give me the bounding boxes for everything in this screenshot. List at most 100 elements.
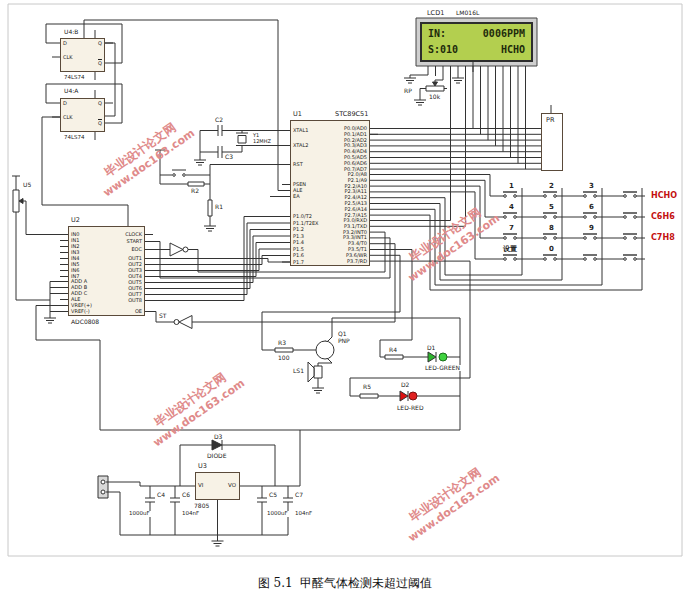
pin-name: IN6 [71, 268, 79, 273]
capacitor-symbol [170, 486, 180, 535]
key-contact [624, 195, 627, 198]
pin-name: IN4 [71, 256, 79, 261]
key-contact [504, 195, 507, 198]
pin-name: P1.2 [293, 227, 304, 232]
wire [153, 244, 395, 322]
resistor-pack: PR [541, 113, 563, 171]
gas-type-label: C7H8 [650, 234, 676, 242]
key-actuator [623, 254, 637, 255]
pin-name: P2.4/A12 [345, 195, 367, 200]
pin-name: P1.7 [293, 260, 304, 265]
key-label: 1 [508, 183, 515, 190]
component-reference: U2 [71, 217, 80, 224]
pin-name: P1.4 [293, 240, 304, 245]
key-actuator [583, 233, 597, 234]
key-actuator [623, 233, 637, 234]
key-contact [584, 195, 587, 198]
component-reference: U4:A [64, 88, 78, 94]
pin-name: P3.3/INT1 [343, 235, 367, 240]
key-label: 9 [588, 225, 595, 232]
key-contact [504, 258, 507, 261]
wire-connection [145, 259, 290, 263]
pin-name: P0.3/AD3 [344, 143, 367, 148]
component-reference: U1 [293, 111, 302, 118]
key-contact [594, 195, 597, 198]
key-actuator [503, 191, 517, 192]
wire-connection [105, 43, 115, 116]
component-label: LED-RED [396, 405, 425, 411]
inverter-bubble [174, 320, 179, 325]
pin-name: P2.7/A15 [345, 213, 367, 218]
wire [414, 89, 447, 106]
pin-name: P3.2/INT0 [343, 230, 367, 235]
wire [194, 125, 242, 165]
pin-name: Q [98, 121, 102, 126]
resistor-symbol [360, 394, 378, 398]
key-actuator [623, 212, 637, 213]
lcd-readout: 0006PPM [483, 29, 525, 39]
key-contact [594, 216, 597, 219]
key-contact [544, 216, 547, 219]
key-contact [624, 216, 627, 219]
pin-name: P2.3/A11 [345, 189, 367, 194]
component-label: R4 [388, 347, 398, 353]
pin-name: OE [135, 309, 142, 314]
pin-name: OUT3 [128, 268, 142, 273]
inverter-symbol [179, 316, 192, 329]
pin-name: CLK [63, 55, 73, 60]
key-contact [544, 195, 547, 198]
wire [262, 255, 400, 350]
keypad-row [378, 186, 645, 238]
key-actuator [583, 212, 597, 213]
pin-name: IN0 [71, 232, 79, 237]
pin-name: XTAL1 [293, 128, 308, 133]
key-contact [544, 258, 547, 261]
key-actuator [543, 212, 557, 213]
pin-name: D [63, 41, 67, 46]
pin-name: ADD B [71, 285, 87, 290]
component-label: R3 [277, 340, 287, 346]
key-label: 6 [588, 204, 595, 211]
lcd-readout: HCHO [501, 45, 525, 55]
wire [312, 378, 324, 393]
gas-type-label: C6H6 [650, 213, 676, 221]
pin-name: ALE [293, 188, 302, 193]
key-actuator [503, 233, 517, 234]
pin-name: OUT1 [128, 256, 142, 261]
keypad-column [378, 188, 602, 285]
key-contact [584, 237, 587, 240]
wire [153, 232, 385, 272]
inverter-bubble [183, 247, 188, 252]
pin-name: P3.4/T0 [348, 241, 367, 246]
pin-name: P1.3 [293, 234, 304, 239]
component-label: R1 [214, 204, 224, 210]
key-label: 4 [508, 204, 515, 211]
component-label: VI [198, 483, 203, 489]
part-number: 74LS74 [64, 135, 85, 141]
pin-name: P0.4/AD4 [344, 149, 367, 154]
component-label: 104nF [294, 511, 313, 517]
pin-name: XTAL2 [293, 143, 308, 148]
pin-name: P0.1/AD1 [344, 132, 367, 137]
pin-name: P1.0/T2 [293, 214, 312, 219]
diode-symbol [212, 440, 222, 450]
key-contact [554, 216, 557, 219]
resistor-symbol [385, 355, 403, 359]
key-contact [584, 216, 587, 219]
pin-name: P1.1/T2EX [293, 221, 318, 226]
wire [153, 238, 390, 278]
component-label: R5 [362, 384, 372, 390]
power-connector [98, 476, 108, 498]
pin-name: RST [293, 162, 303, 167]
pin-name: OUT6 [128, 286, 142, 291]
component-reference: PR [546, 117, 554, 124]
pin-name: P1.5 [293, 247, 304, 252]
key-contact [514, 258, 517, 261]
keypad-column [378, 188, 642, 290]
pin-name: ADD C [71, 291, 87, 296]
pin-name: Q [98, 61, 102, 66]
led-green-light [439, 353, 447, 361]
wire [270, 196, 282, 197]
component-label: C4 [156, 492, 166, 498]
key-contact [634, 216, 637, 219]
